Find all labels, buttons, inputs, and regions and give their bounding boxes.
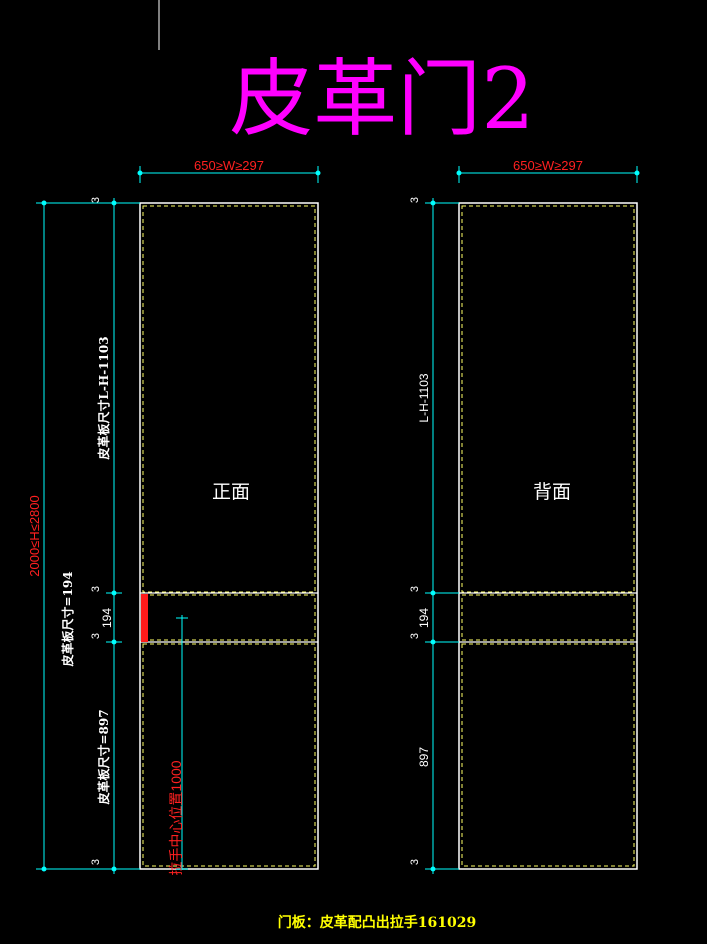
front-door: 650≥W≥297 拉手中心位置1000 正面 2000≤H≤2800 [27, 158, 321, 876]
back-width-label: 650≥W≥297 [513, 158, 583, 173]
front-upper-panel-dim: 皮革板尺寸L-H-1103 [96, 336, 111, 460]
back-door-outline [458, 202, 638, 870]
front-width-label: 650≥W≥297 [194, 158, 264, 173]
front-lower-panel [142, 643, 316, 867]
total-height-label: 2000≤H≤2800 [27, 495, 42, 577]
front-mid-panel-label: 皮革板尺寸=194 [60, 571, 75, 667]
front-width-dimension [137, 166, 321, 183]
handle-center-dimension [176, 615, 188, 870]
handle-icon [141, 594, 148, 642]
back-segment-dimension [425, 198, 459, 874]
front-top-margin: 3 [90, 197, 102, 203]
back-top-margin: 3 [409, 197, 421, 203]
front-door-outline [139, 202, 319, 870]
handle-center-label: 拉手中心位置1000 [168, 760, 184, 875]
back-middle-panel [461, 594, 635, 641]
back-mid-margin-a: 3 [409, 586, 421, 592]
back-mid-margin-b: 3 [409, 633, 421, 639]
back-upper-panel-dim: L-H-1103 [417, 373, 431, 422]
back-upper-panel [461, 205, 635, 593]
front-middle-panel [142, 594, 316, 641]
front-upper-panel [142, 205, 316, 593]
total-height-dimension [36, 200, 140, 872]
back-mid-panel-value: 194 [417, 608, 431, 628]
back-lower-panel [461, 643, 635, 867]
front-segment-dimension [106, 198, 122, 874]
front-bottom-margin: 3 [90, 859, 102, 865]
footer-note: 门板：皮革配凸出拉手161029 [278, 914, 476, 931]
front-mid-margin-b: 3 [90, 633, 102, 639]
front-label: 正面 [212, 481, 250, 503]
front-mid-panel-value: 194 [100, 608, 114, 628]
back-door: 650≥W≥297 背面 3 L-H-1103 194 3 897 3 3 [409, 158, 640, 874]
back-width-dimension [456, 166, 640, 183]
front-mid-margin-a: 3 [90, 586, 102, 592]
back-lower-panel-dim: 897 [417, 747, 431, 767]
drawing-title: 皮革门2 [229, 50, 534, 148]
back-label: 背面 [533, 481, 571, 503]
front-lower-panel-dim: 皮革板尺寸=897 [96, 709, 111, 805]
back-bottom-margin: 3 [409, 859, 421, 865]
